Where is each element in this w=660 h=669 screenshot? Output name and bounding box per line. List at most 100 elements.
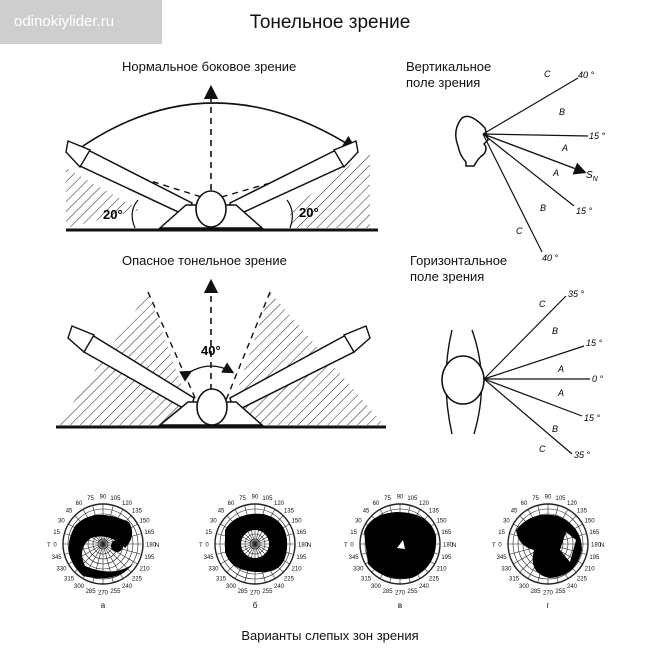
perimetry-tick-label: 330 [501, 567, 512, 573]
perimetry-temporal-mark: T [47, 543, 51, 549]
perimetry-nasal-mark: N [155, 543, 159, 549]
perimetry-tick-label: 195 [441, 555, 452, 561]
perimetry-tick-label: 240 [567, 584, 578, 590]
perimetry-tick-label: 255 [110, 589, 121, 595]
perimetry-tick-label: 30 [355, 519, 362, 525]
perimetry-tick-label: 180 [146, 543, 157, 549]
vertical-field-label-1: Вертикальное [406, 59, 492, 74]
perimetry-temporal-mark: T [344, 543, 348, 549]
perimetry-tick-label: 90 [545, 495, 552, 501]
perimetry-tick-label: 15 [53, 530, 60, 536]
vertical-zone-b-bottom: B [540, 203, 546, 213]
perimetry-tick-label: 270 [250, 591, 261, 597]
perimetry-tick-label: 270 [543, 591, 554, 597]
perimetry-tick-label: 180 [298, 543, 309, 549]
blind-zone [111, 540, 123, 552]
perimetry-tick-label: 60 [373, 501, 380, 507]
vertical-degree-top: 40 ° [578, 70, 595, 80]
perimetry-tick-label: 0 [205, 543, 209, 549]
perimetry-tick-label: 300 [519, 584, 530, 590]
blind-zones-caption: Варианты слепых зон зрения [241, 628, 419, 643]
perimetry-tick-label: 210 [437, 567, 448, 573]
perimetry-tick-label: 315 [64, 576, 75, 582]
horizontal-zone-b-bottom: B [552, 424, 558, 434]
perimetry-tick-label: 165 [144, 530, 155, 536]
perimetry-tick-label: 345 [52, 555, 63, 561]
perimetry-tick-label: 210 [140, 567, 151, 573]
perimetry-tick-label: 30 [58, 519, 65, 525]
perimetry-tick-label: 150 [140, 519, 151, 525]
perimetry-tick-label: 270 [395, 591, 406, 597]
tunnel-vision-figure [56, 278, 386, 429]
perimetry-tick-label: 150 [437, 519, 448, 525]
perimetry-tick-label: 90 [397, 495, 404, 501]
perimetry-tick-label: 225 [577, 576, 588, 582]
perimetry-tick-label: 330 [353, 567, 364, 573]
perimetry-tick-label: 120 [567, 501, 578, 507]
perimetry-tick-label: 135 [284, 509, 295, 515]
perimetry-tick-label: 180 [443, 543, 454, 549]
perimetry-tick-label: 165 [296, 530, 307, 536]
perimetry-tick-label: 195 [144, 555, 155, 561]
perimetry-letter: г [547, 601, 550, 610]
perimetry-tick-label: 105 [555, 496, 566, 502]
perimetry-tick-label: 135 [132, 509, 143, 515]
vertical-sn-label: SN [586, 170, 599, 183]
perimetry-tick-label: 300 [226, 584, 237, 590]
perimetry-tick-label: 75 [87, 496, 94, 502]
perimetry-tick-label: 165 [589, 530, 600, 536]
perimetry-temporal-mark: T [492, 543, 496, 549]
perimetry-tick-label: 345 [349, 555, 360, 561]
perimetry-tick-label: 75 [239, 496, 246, 502]
normal-vision-label: Нормальное боковое зрение [122, 59, 297, 74]
horizontal-zone-a-bottom: A [557, 388, 564, 398]
vertical-zone-c-bottom: C [516, 226, 523, 236]
vertical-field-label-2: поле зрения [406, 75, 481, 90]
perimetry-tick-label: 135 [577, 509, 588, 515]
perimetry-tick-label: 45 [218, 509, 225, 515]
perimetry-tick-label: 225 [284, 576, 295, 582]
horizontal-degree-lower: 15 ° [584, 413, 601, 423]
normal-angle-right: 20° [299, 205, 319, 220]
perimetry-tick-label: 225 [132, 576, 143, 582]
perimetry-tick-label: 120 [122, 501, 133, 507]
vertical-field-diagram [455, 77, 589, 253]
horizontal-degree-bottom: 35 ° [574, 450, 591, 460]
perimetry-nasal-mark: N [307, 543, 311, 549]
perimetry-tick-label: 255 [407, 589, 418, 595]
blind-zone [225, 513, 288, 573]
perimetry-tick-label: 300 [74, 584, 85, 590]
perimetry-tick-label: 300 [371, 584, 382, 590]
perimetry-tick-label: 75 [384, 496, 391, 502]
perimetry-tick-label: 120 [274, 501, 285, 507]
perimetry-tick-label: 90 [252, 495, 259, 501]
perimetry-tick-label: 30 [503, 519, 510, 525]
vertical-degree-lower: 15 ° [576, 206, 593, 216]
perimetry-tick-label: 285 [383, 589, 394, 595]
vertical-zone-a-top: A [561, 143, 568, 153]
horizontal-degree-top: 35 ° [568, 289, 585, 299]
perimetry-tick-label: 165 [441, 530, 452, 536]
perimetry-tick-label: 0 [350, 543, 354, 549]
perimetry-letter: б [253, 601, 258, 610]
perimetry-radial [102, 543, 138, 565]
perimetry-nasal-mark: N [452, 543, 456, 549]
vertical-zone-a-bottom: A [552, 168, 559, 178]
central-island [397, 540, 405, 549]
perimetry-tick-label: 45 [363, 509, 370, 515]
horizontal-zone-c-bottom: C [539, 444, 546, 454]
perimetry-tick-label: 30 [210, 519, 217, 525]
perimetry-tick-label: 210 [292, 567, 303, 573]
perimetry-tick-label: 60 [521, 501, 528, 507]
perimetry-tick-label: 105 [407, 496, 418, 502]
perimetry-tick-label: 105 [262, 496, 273, 502]
horizontal-zone-a-top: A [557, 364, 564, 374]
perimetry-letter: а [101, 601, 106, 610]
perimetry-tick-label: 210 [585, 567, 596, 573]
horizontal-field-diagram [441, 295, 590, 455]
perimetry-tick-label: 195 [296, 555, 307, 561]
